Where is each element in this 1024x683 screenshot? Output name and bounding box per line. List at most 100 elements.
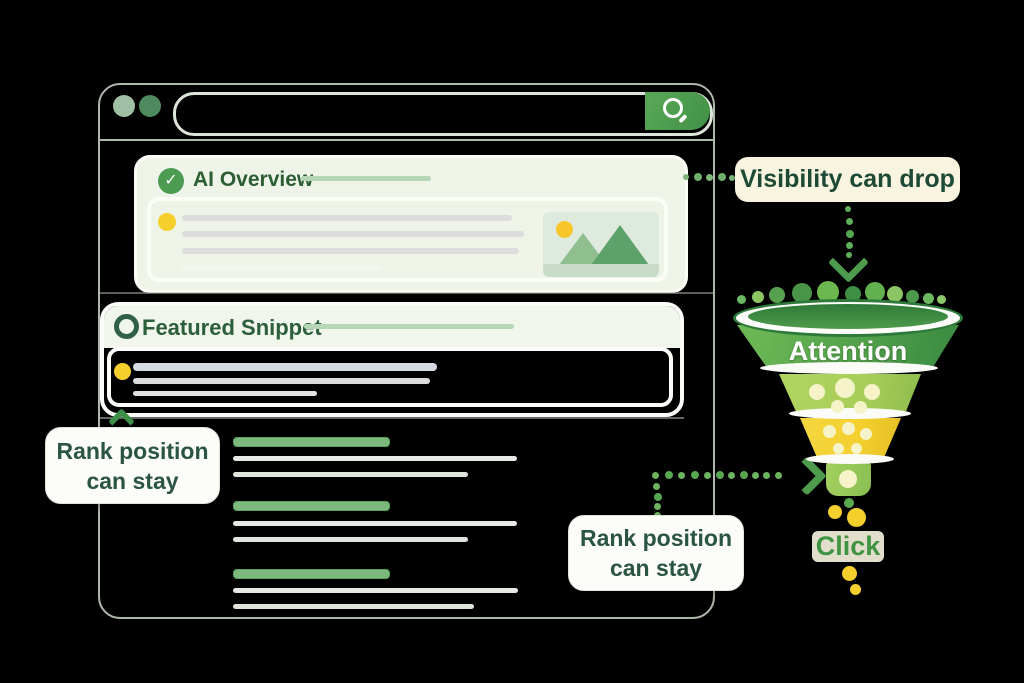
dot [678, 472, 685, 479]
dot [842, 566, 857, 581]
funnel-mouth [748, 304, 948, 329]
dot [763, 472, 770, 479]
ai-overview-content [147, 197, 668, 282]
rank-note-line1: Rank position [579, 525, 733, 551]
funnel-input-dots [735, 280, 950, 310]
check-circle-icon: ✓ [156, 166, 186, 196]
text-placeholder-line [182, 215, 512, 221]
result-text-line [233, 537, 468, 542]
dot [775, 472, 782, 479]
result-text-line [233, 604, 474, 609]
arrow-down-icon [827, 241, 870, 284]
dot [740, 471, 748, 479]
dot [839, 470, 857, 488]
search-results-list [233, 430, 533, 610]
dotted-connector-horizontal [683, 172, 735, 182]
dot [864, 384, 880, 400]
funnel-click-label: Click [812, 531, 884, 562]
browser-topbar-divider [100, 139, 713, 141]
dot [716, 471, 724, 479]
featured-snippet-magnifier-icon [114, 314, 139, 339]
funnel-gap [806, 454, 894, 464]
dot [846, 242, 853, 249]
bullet-dot [158, 213, 176, 231]
dot [831, 400, 844, 413]
dot [850, 584, 861, 595]
featured-snippet-title: Featured Snippet [142, 315, 322, 340]
visibility-can-drop-label: Visibility can drop [735, 157, 960, 202]
dot [809, 384, 825, 400]
thumbnail-ground [543, 264, 659, 277]
dot [718, 173, 726, 181]
dot [854, 401, 867, 414]
dot [847, 508, 866, 527]
funnel-attention-label: Attention [788, 336, 908, 366]
dot [828, 505, 842, 519]
dot [652, 472, 659, 479]
dot [823, 425, 836, 438]
visibility-can-drop-text: Visibility can drop [740, 165, 955, 193]
funnel-gap [789, 408, 911, 419]
result-text-line [233, 521, 517, 526]
featured-snippet-content [107, 347, 673, 407]
search-button[interactable] [645, 92, 710, 130]
dot [654, 493, 662, 501]
dot [737, 295, 746, 304]
mountain-large [591, 225, 649, 265]
text-placeholder-line [182, 265, 381, 270]
text-placeholder-line [133, 378, 430, 384]
dot [846, 218, 853, 225]
ai-overview-card[interactable]: ✓ AI Overview [134, 155, 688, 293]
rank-position-note-right: Rank position can stay [568, 515, 744, 591]
dot [846, 230, 854, 238]
result-link[interactable] [233, 501, 390, 511]
result-text-line [233, 588, 518, 593]
dot [653, 483, 660, 490]
dot [865, 282, 885, 302]
result-link[interactable] [233, 437, 390, 447]
header-deco-line [304, 324, 514, 329]
featured-snippet-header: Featured Snippet [104, 306, 680, 348]
page-divider [100, 292, 713, 294]
dotted-arrow-down [840, 206, 860, 276]
result-text-line [233, 472, 468, 477]
result-link[interactable] [233, 569, 390, 579]
dot [817, 281, 839, 303]
rank-position-note-left: Rank position can stay [45, 427, 220, 504]
dot [769, 287, 785, 303]
dot [665, 471, 673, 479]
featured-snippet-card[interactable]: Featured Snippet [100, 302, 684, 417]
results-divider [100, 417, 684, 419]
dot [835, 378, 855, 398]
dot [706, 174, 713, 181]
dot [728, 472, 735, 479]
click-text: Click [815, 531, 881, 561]
window-dot-1 [113, 95, 135, 117]
dot [845, 206, 851, 212]
dot [860, 428, 872, 440]
dot [752, 472, 759, 479]
dot [654, 503, 661, 510]
dot [887, 286, 903, 302]
header-deco-line [301, 176, 431, 181]
window-dot-2 [139, 95, 161, 117]
dot [792, 283, 812, 303]
image-thumbnail [543, 212, 659, 277]
dot [752, 291, 764, 303]
dot [844, 498, 854, 508]
browser-window [98, 83, 715, 619]
search-input[interactable] [173, 92, 713, 136]
dot [937, 295, 946, 304]
dot [906, 290, 919, 303]
ai-overview-title: AI Overview [193, 168, 314, 191]
dot [691, 471, 699, 479]
result-text-line [233, 456, 517, 461]
dot [704, 472, 711, 479]
dot [845, 286, 861, 302]
dot [846, 252, 852, 258]
funnel-gap [760, 362, 938, 374]
dot [729, 175, 735, 181]
bullet-dot [114, 363, 131, 380]
search-icon [663, 98, 683, 118]
